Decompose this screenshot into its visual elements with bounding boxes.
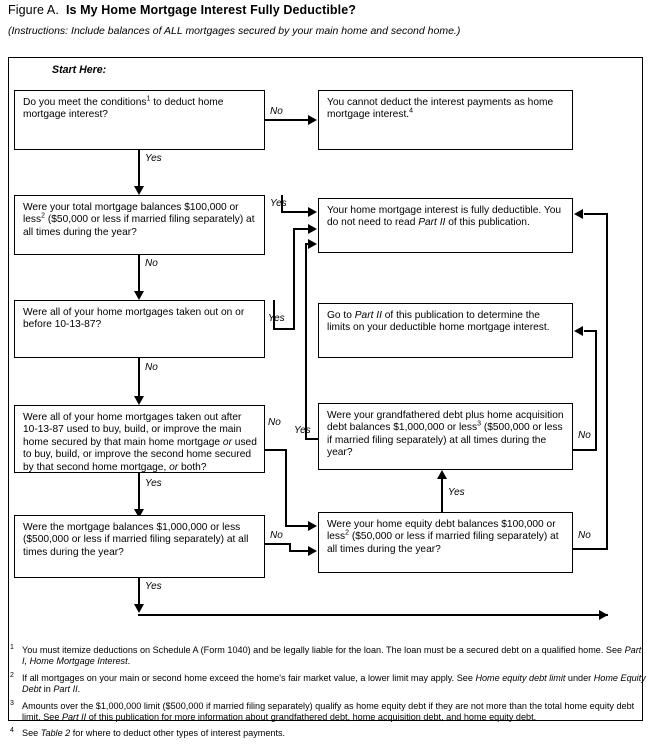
edge-label-q1-no: No xyxy=(270,106,283,117)
result-box-go-part-ii[interactable]: Go to Part II of this publication to det… xyxy=(318,303,573,358)
edge-label-q5-no: No xyxy=(578,430,591,441)
decision-box-total-balances-text: Were your total mortgage balances $100,0… xyxy=(23,202,255,238)
footnote-2: 2 If all mortgages on your main or second… xyxy=(8,671,648,696)
edge-q6-yes-arrow-right xyxy=(599,609,608,620)
edge-q4-no-vline xyxy=(285,449,288,527)
edge-q7-no-vline xyxy=(606,213,609,550)
edge-q2-yes-hline xyxy=(281,211,309,214)
footnote-2-text: If all mortgages on your main or second … xyxy=(22,672,646,695)
edge-q4-no-arrow xyxy=(308,520,317,531)
decision-box-grandfathered-debt-text: Were your grandfathered debt plus home a… xyxy=(327,410,564,459)
decision-box-conditions-text: Do you meet the conditions1 to deduct ho… xyxy=(23,95,224,121)
result-box-go-part-ii-text: Go to Part II of this publication to det… xyxy=(327,310,550,334)
edge-q4-yes-arrow xyxy=(308,238,317,249)
edge-label-q7-yes: Yes xyxy=(448,487,465,498)
edge-q7-no-arrow xyxy=(574,208,583,219)
decision-box-pre-1987[interactable]: Were all of your home mortgages taken ou… xyxy=(14,300,265,358)
result-box-cannot-deduct-text: You cannot deduct the interest payments … xyxy=(327,97,554,121)
result-box-fully-deductible-text: Your home mortgage interest is fully ded… xyxy=(327,205,562,229)
edge-label-q6-yes: Yes xyxy=(145,581,162,592)
decision-box-home-equity-text: Were your home equity debt balances $100… xyxy=(327,519,559,555)
edge-label-q2-no: No xyxy=(145,258,158,269)
edge-q3-yes-hline-bot xyxy=(273,328,295,331)
edge-label-q1-yes: Yes xyxy=(145,153,162,164)
edge-q3-yes-arrow xyxy=(308,223,317,234)
edge-q6-no-arrow xyxy=(308,545,317,556)
edge-q5-no-hline2 xyxy=(584,330,597,333)
footnote-2-marker: 2 xyxy=(10,671,14,679)
footnote-3-text: Amounts over the $1,000,000 limit ($500,… xyxy=(22,700,635,723)
edge-q7-yes-line xyxy=(441,478,444,512)
edge-q2-yes-arrow xyxy=(308,206,317,217)
edge-q1-yes-line xyxy=(138,150,141,188)
edge-q5-no-vline xyxy=(595,330,598,451)
edge-label-q7-no: No xyxy=(578,530,591,541)
edge-label-q4-yes-down: Yes xyxy=(145,478,162,489)
footnote-3: 3 Amounts over the $1,000,000 limit ($500… xyxy=(8,699,648,724)
edge-q7-no-hline xyxy=(573,548,608,551)
figure-heading: Figure A. Is My Home Mortgage Interest Fu… xyxy=(8,3,648,17)
footnote-3-marker: 3 xyxy=(10,699,14,707)
edge-q6-no-vline xyxy=(289,543,292,552)
edge-q1-yes-arrow xyxy=(133,186,144,195)
page-title: Is My Home Mortgage Interest Fully Deduc… xyxy=(65,3,356,17)
footnote-1-marker: 1 xyxy=(10,644,14,651)
edge-q4-no-hline2 xyxy=(285,525,309,528)
result-box-cannot-deduct[interactable]: You cannot deduct the interest payments … xyxy=(318,90,573,150)
edge-label-q6-no: No xyxy=(270,530,283,541)
edge-q6-yes-vline xyxy=(138,578,141,611)
result-box-fully-deductible[interactable]: Your home mortgage interest is fully ded… xyxy=(318,198,573,253)
edge-label-q2-yes: Yes xyxy=(270,198,287,209)
edge-q2-no-line xyxy=(138,255,141,293)
decision-box-buy-build-improve-text: Were all of your home mortgages taken ou… xyxy=(23,412,257,473)
edge-q1-no-arrow xyxy=(308,114,317,125)
footnotes: 1 You must itemize deductions on Schedule… xyxy=(8,644,648,745)
decision-box-total-balances[interactable]: Were your total mortgage balances $100,0… xyxy=(14,195,265,255)
edge-q2-no-arrow xyxy=(133,291,144,300)
edge-q3-no-line xyxy=(138,358,141,398)
edge-q4-no-hline xyxy=(265,449,287,452)
decision-box-acquisition-limit[interactable]: Were the mortgage balances $1,000,000 or… xyxy=(14,515,265,578)
decision-box-pre-1987-text: Were all of your home mortgages taken ou… xyxy=(23,307,245,331)
decision-box-acquisition-limit-text: Were the mortgage balances $1,000,000 or… xyxy=(23,522,249,558)
figure-instructions: (Instructions: Include balances of ALL m… xyxy=(8,25,461,37)
edge-label-q4-no: No xyxy=(268,417,281,428)
edge-q6-no-hline2 xyxy=(289,550,309,553)
footnote-4-marker: 4 xyxy=(10,727,14,735)
edge-q6-yes-bus xyxy=(138,614,608,617)
edge-q2-yes-vline xyxy=(281,195,284,213)
footnote-4-text: See Table 2 for where to deduct other ty… xyxy=(22,728,286,739)
edge-q1-no-line xyxy=(265,119,309,122)
edge-label-q3-no: No xyxy=(145,362,158,373)
edge-label-q3-yes: Yes xyxy=(268,313,285,324)
edge-q3-yes-hline-top xyxy=(293,228,309,231)
edge-q3-yes-stub xyxy=(273,300,276,330)
figure-label: Figure A. xyxy=(8,3,59,17)
edge-q4-yes-vline xyxy=(305,243,308,440)
edge-q6-no-hline xyxy=(265,543,291,546)
flowchart-frame xyxy=(8,57,643,721)
start-here-label: Start Here: xyxy=(52,64,107,76)
footnote-1-text: You must itemize deductions on Schedule … xyxy=(22,645,642,667)
decision-box-buy-build-improve[interactable]: Were all of your home mortgages taken ou… xyxy=(14,405,265,473)
edge-q4-yes-down-line xyxy=(138,473,141,511)
edge-q4-yes-hline-bot xyxy=(305,438,319,441)
decision-box-home-equity[interactable]: Were your home equity debt balances $100… xyxy=(318,512,573,573)
edge-q7-yes-arrow xyxy=(436,470,447,479)
edge-label-q4-yes-right: Yes xyxy=(294,425,311,436)
edge-q7-no-hline2 xyxy=(584,213,608,216)
decision-box-conditions[interactable]: Do you meet the conditions1 to deduct ho… xyxy=(14,90,265,150)
footnote-1: 1 You must itemize deductions on Schedule… xyxy=(8,644,648,668)
footnote-4: 4 See Table 2 for where to deduct other t… xyxy=(8,727,648,739)
edge-q3-no-arrow xyxy=(133,396,144,405)
edge-q5-no-arrow xyxy=(574,325,583,336)
edge-q6-yes-arrow-down xyxy=(133,604,144,613)
edge-q4-yes-down-arrow xyxy=(133,509,144,518)
decision-box-grandfathered-debt[interactable]: Were your grandfathered debt plus home a… xyxy=(318,403,573,470)
edge-q5-no-hline xyxy=(573,449,597,452)
edge-q3-yes-vline xyxy=(293,228,296,330)
